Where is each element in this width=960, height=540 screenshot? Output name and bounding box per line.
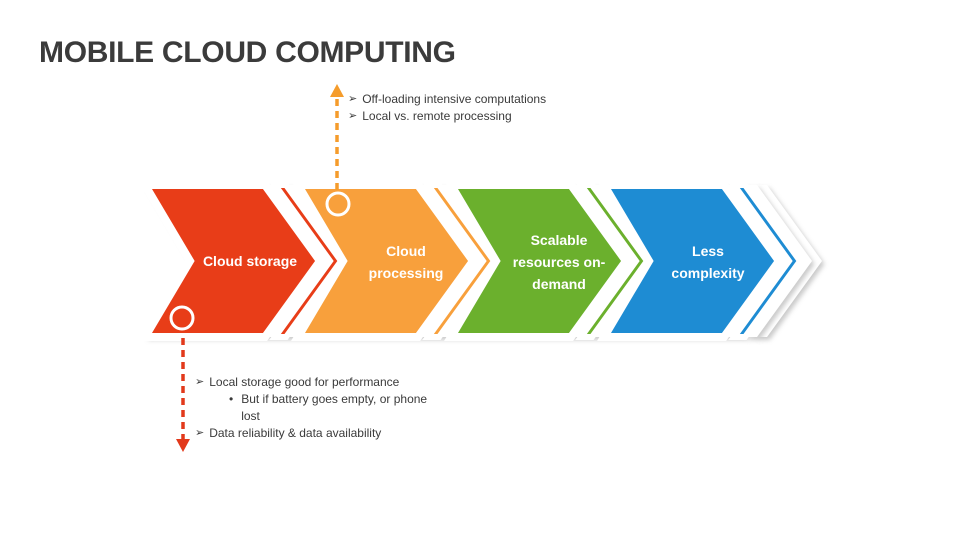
arrowhead-down-icon [176,439,190,452]
chevron-label-less-complexity-line1: Less [692,243,724,259]
callout-bottom-text-1: Local storage good for performance [209,375,400,389]
chevron-label-scalable-line1: Scalable [531,232,588,248]
chevron-cloud-storage [137,181,325,341]
slide-title: MOBILE CLOUD COMPUTING [39,36,456,70]
connector-circle-top [325,191,351,217]
callout-bottom-item-2: ➢ Data reliability & data availability [195,425,446,442]
chevron-label-cloud-processing-line2: processing [369,265,444,281]
arrow-bullet-icon: ➢ [348,93,358,105]
chevron-band-scalable-resources [575,182,651,340]
chevron-label-scalable-line3: demand [532,276,586,292]
arrow-bullet-icon: ➢ [348,110,358,122]
chevron-label-cloud-storage: Cloud storage [203,253,297,269]
chevron-band-cloud-storage [269,182,345,340]
callout-top-item-1: ➢ Off-loading intensive computations [348,91,546,108]
callout-top-item-2: ➢ Local vs. remote processing [348,108,546,125]
callout-bottom-item-1: ➢ Local storage good for performance [195,374,446,391]
callout-bottom: ➢ Local storage good for performance • B… [195,374,446,442]
chevron-band-cloud-processing [422,182,498,340]
connector-circle-bottom [169,305,195,331]
chevron-label-scalable-line2: resources on- [513,254,606,270]
callout-bottom-text-2: Data reliability & data availability [209,426,382,440]
arrow-bullet-icon: ➢ [195,376,205,388]
arrow-bullet-icon: ➢ [195,427,205,439]
arrowhead-up-icon [330,84,344,97]
callout-bottom-subitem: • But if battery goes empty, or phone lo… [195,391,446,425]
callout-top-text-1: Off-loading intensive computations [362,92,547,106]
chevron-band-less-complexity [728,182,804,340]
chevron-label-cloud-processing-line1: Cloud [386,243,426,259]
dot-bullet-icon: • [229,392,234,406]
callout-top: ➢ Off-loading intensive computations ➢ L… [348,91,546,125]
callout-bottom-subtext: But if battery goes empty, or phone lost [241,392,428,423]
callout-top-text-2: Local vs. remote processing [362,109,512,123]
chevron-label-less-complexity-line2: complexity [671,265,744,281]
